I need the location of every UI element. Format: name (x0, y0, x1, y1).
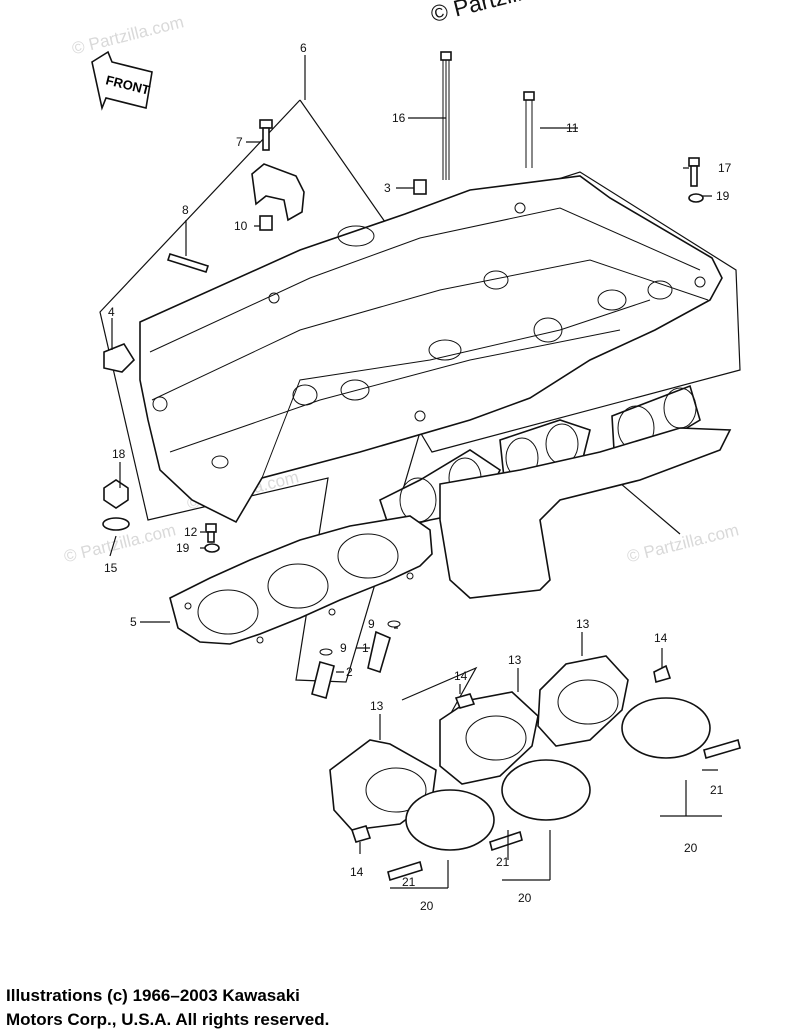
callout-14: 14 (654, 631, 668, 645)
front-arrow-icon: FRONT (91, 50, 153, 111)
dowel-pin-3 (413, 179, 427, 195)
callout-15: 15 (104, 561, 118, 575)
callout-2: 2 (346, 665, 353, 679)
cylinder-head-gasket (169, 515, 433, 645)
callout-7: 7 (236, 135, 243, 149)
callout-13: 13 (370, 699, 384, 713)
bracket-4 (103, 343, 136, 373)
bolt-17 (688, 157, 700, 187)
cylinder-head (139, 175, 723, 524)
callout-5: 5 (130, 615, 137, 629)
callout-14: 14 (350, 865, 364, 879)
callout-10: 10 (234, 219, 248, 233)
screw-21-c (703, 738, 741, 760)
callout-20: 20 (518, 891, 532, 905)
callout-21: 21 (402, 875, 416, 889)
callout-21: 21 (496, 855, 510, 869)
washer-19-left (204, 543, 220, 553)
dowel-pin-10 (259, 215, 273, 231)
washer-19-right (688, 193, 704, 203)
callout-20: 20 (684, 841, 698, 855)
callout-19: 19 (716, 189, 730, 203)
callout-9: 9 (368, 617, 375, 631)
callout-13: 13 (508, 653, 522, 667)
callout-14: 14 (454, 669, 468, 683)
callout-9: 9 (340, 641, 347, 655)
screw-14-a (454, 693, 476, 709)
callout-20: 20 (420, 899, 434, 913)
copyright-credit: Illustrations (c) 1966–2003 Kawasaki Mot… (6, 984, 329, 1032)
stud-8 (166, 253, 210, 273)
screw-14-b (653, 664, 672, 684)
intake-holder-right (537, 655, 629, 747)
cylinder-head-bolt-16 (440, 51, 452, 180)
clamp-right (621, 697, 711, 759)
callout-12: 12 (184, 525, 198, 539)
clamp-middle (501, 759, 591, 821)
bolt-12 (205, 523, 217, 543)
credit-line-2: Motors Corp., U.S.A. All rights reserved… (6, 1010, 330, 1029)
callout-21: 21 (710, 783, 724, 797)
callout-11: 11 (566, 121, 579, 135)
intake-holder-middle (439, 691, 539, 785)
screw-21-a (387, 860, 423, 882)
callout-17: 17 (718, 161, 732, 175)
valve-guides (311, 620, 401, 699)
upper-gasket (439, 427, 732, 599)
screw-21-b (489, 830, 523, 852)
bracket-line-13 (401, 666, 478, 723)
callout-3: 3 (384, 181, 391, 195)
callout-19: 19 (176, 541, 190, 555)
clamp-left (405, 789, 495, 851)
cylinder-head-bolt-11 (523, 91, 535, 168)
credit-line-1: Illustrations (c) 1966–2003 Kawasaki (6, 986, 300, 1005)
callout-8: 8 (182, 203, 189, 217)
callout-6: 6 (300, 41, 307, 55)
nut-18 (102, 479, 130, 531)
callout-4: 4 (108, 305, 115, 319)
bolt-7 (259, 119, 273, 151)
callout-1: 1 (362, 641, 369, 655)
callout-13: 13 (576, 617, 590, 631)
callout-18: 18 (112, 447, 126, 461)
callout-lines (109, 55, 722, 889)
cap-holder (251, 163, 305, 222)
callout-16: 16 (392, 111, 406, 125)
screw-14-c (350, 825, 372, 843)
